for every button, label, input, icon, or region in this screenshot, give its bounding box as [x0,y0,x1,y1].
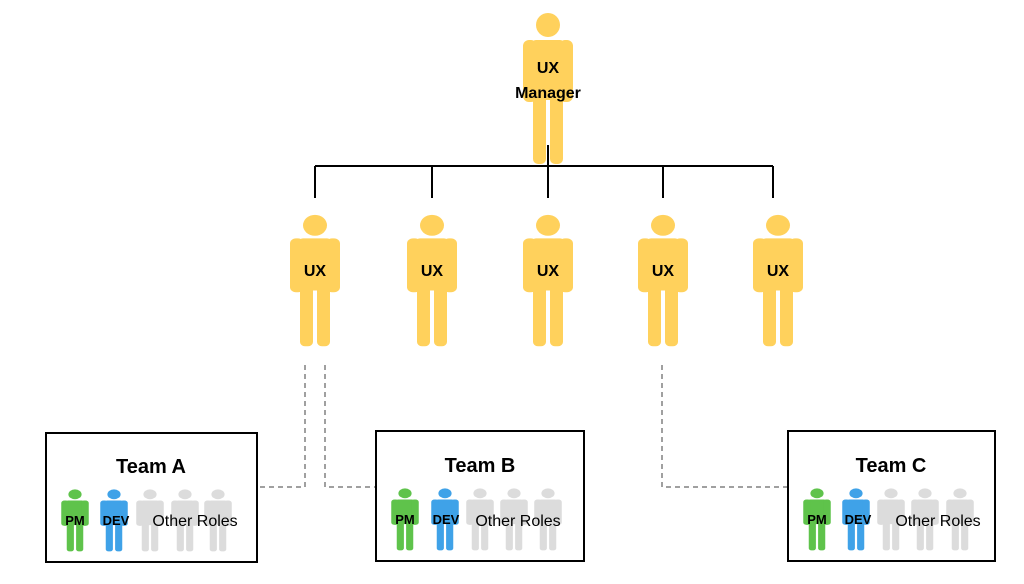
pm-label: PM [395,512,415,527]
ux-member-label: UX [537,263,560,280]
other-roles-label: Other Roles [895,513,980,530]
ux-member-2: UX [407,214,457,347]
dashed-link-team-c [661,365,787,488]
ux-manager-label-line2: Manager [515,85,581,102]
team-c-box: Team C PM DEV Other Roles [787,430,996,562]
ux-member-label: UX [652,263,675,280]
team-b-box: Team B PM DEV Other Roles [375,430,585,562]
dashed-link-team-b [324,365,375,488]
dashed-link-team-a [258,365,306,488]
ux-member-label: UX [304,263,327,280]
other-roles-label: Other Roles [152,513,237,530]
ux-member-3: UX [523,214,573,347]
hierarchy-connectors [314,145,774,198]
team-name: Team B [445,455,516,477]
dev-label: DEV [845,512,872,527]
ux-member-5: UX [753,214,803,347]
ux-member-4: UX [638,214,688,347]
ux-member-1: UX [290,214,340,347]
pm-label: PM [807,512,827,527]
ux-manager-label-line1: UX [537,60,560,77]
ux-manager: UX Manager [515,13,581,164]
pm-label: PM [65,513,85,528]
other-roles-label: Other Roles [475,513,560,530]
team-name: Team C [856,455,927,477]
ux-member-label: UX [767,263,790,280]
team-embed-connectors [258,365,787,488]
ux-member-label: UX [421,263,444,280]
dev-label: DEV [103,513,130,528]
team-name: Team A [116,456,186,478]
dev-label: DEV [433,512,460,527]
team-a-box: Team A PM DEV Other Roles [45,432,258,563]
